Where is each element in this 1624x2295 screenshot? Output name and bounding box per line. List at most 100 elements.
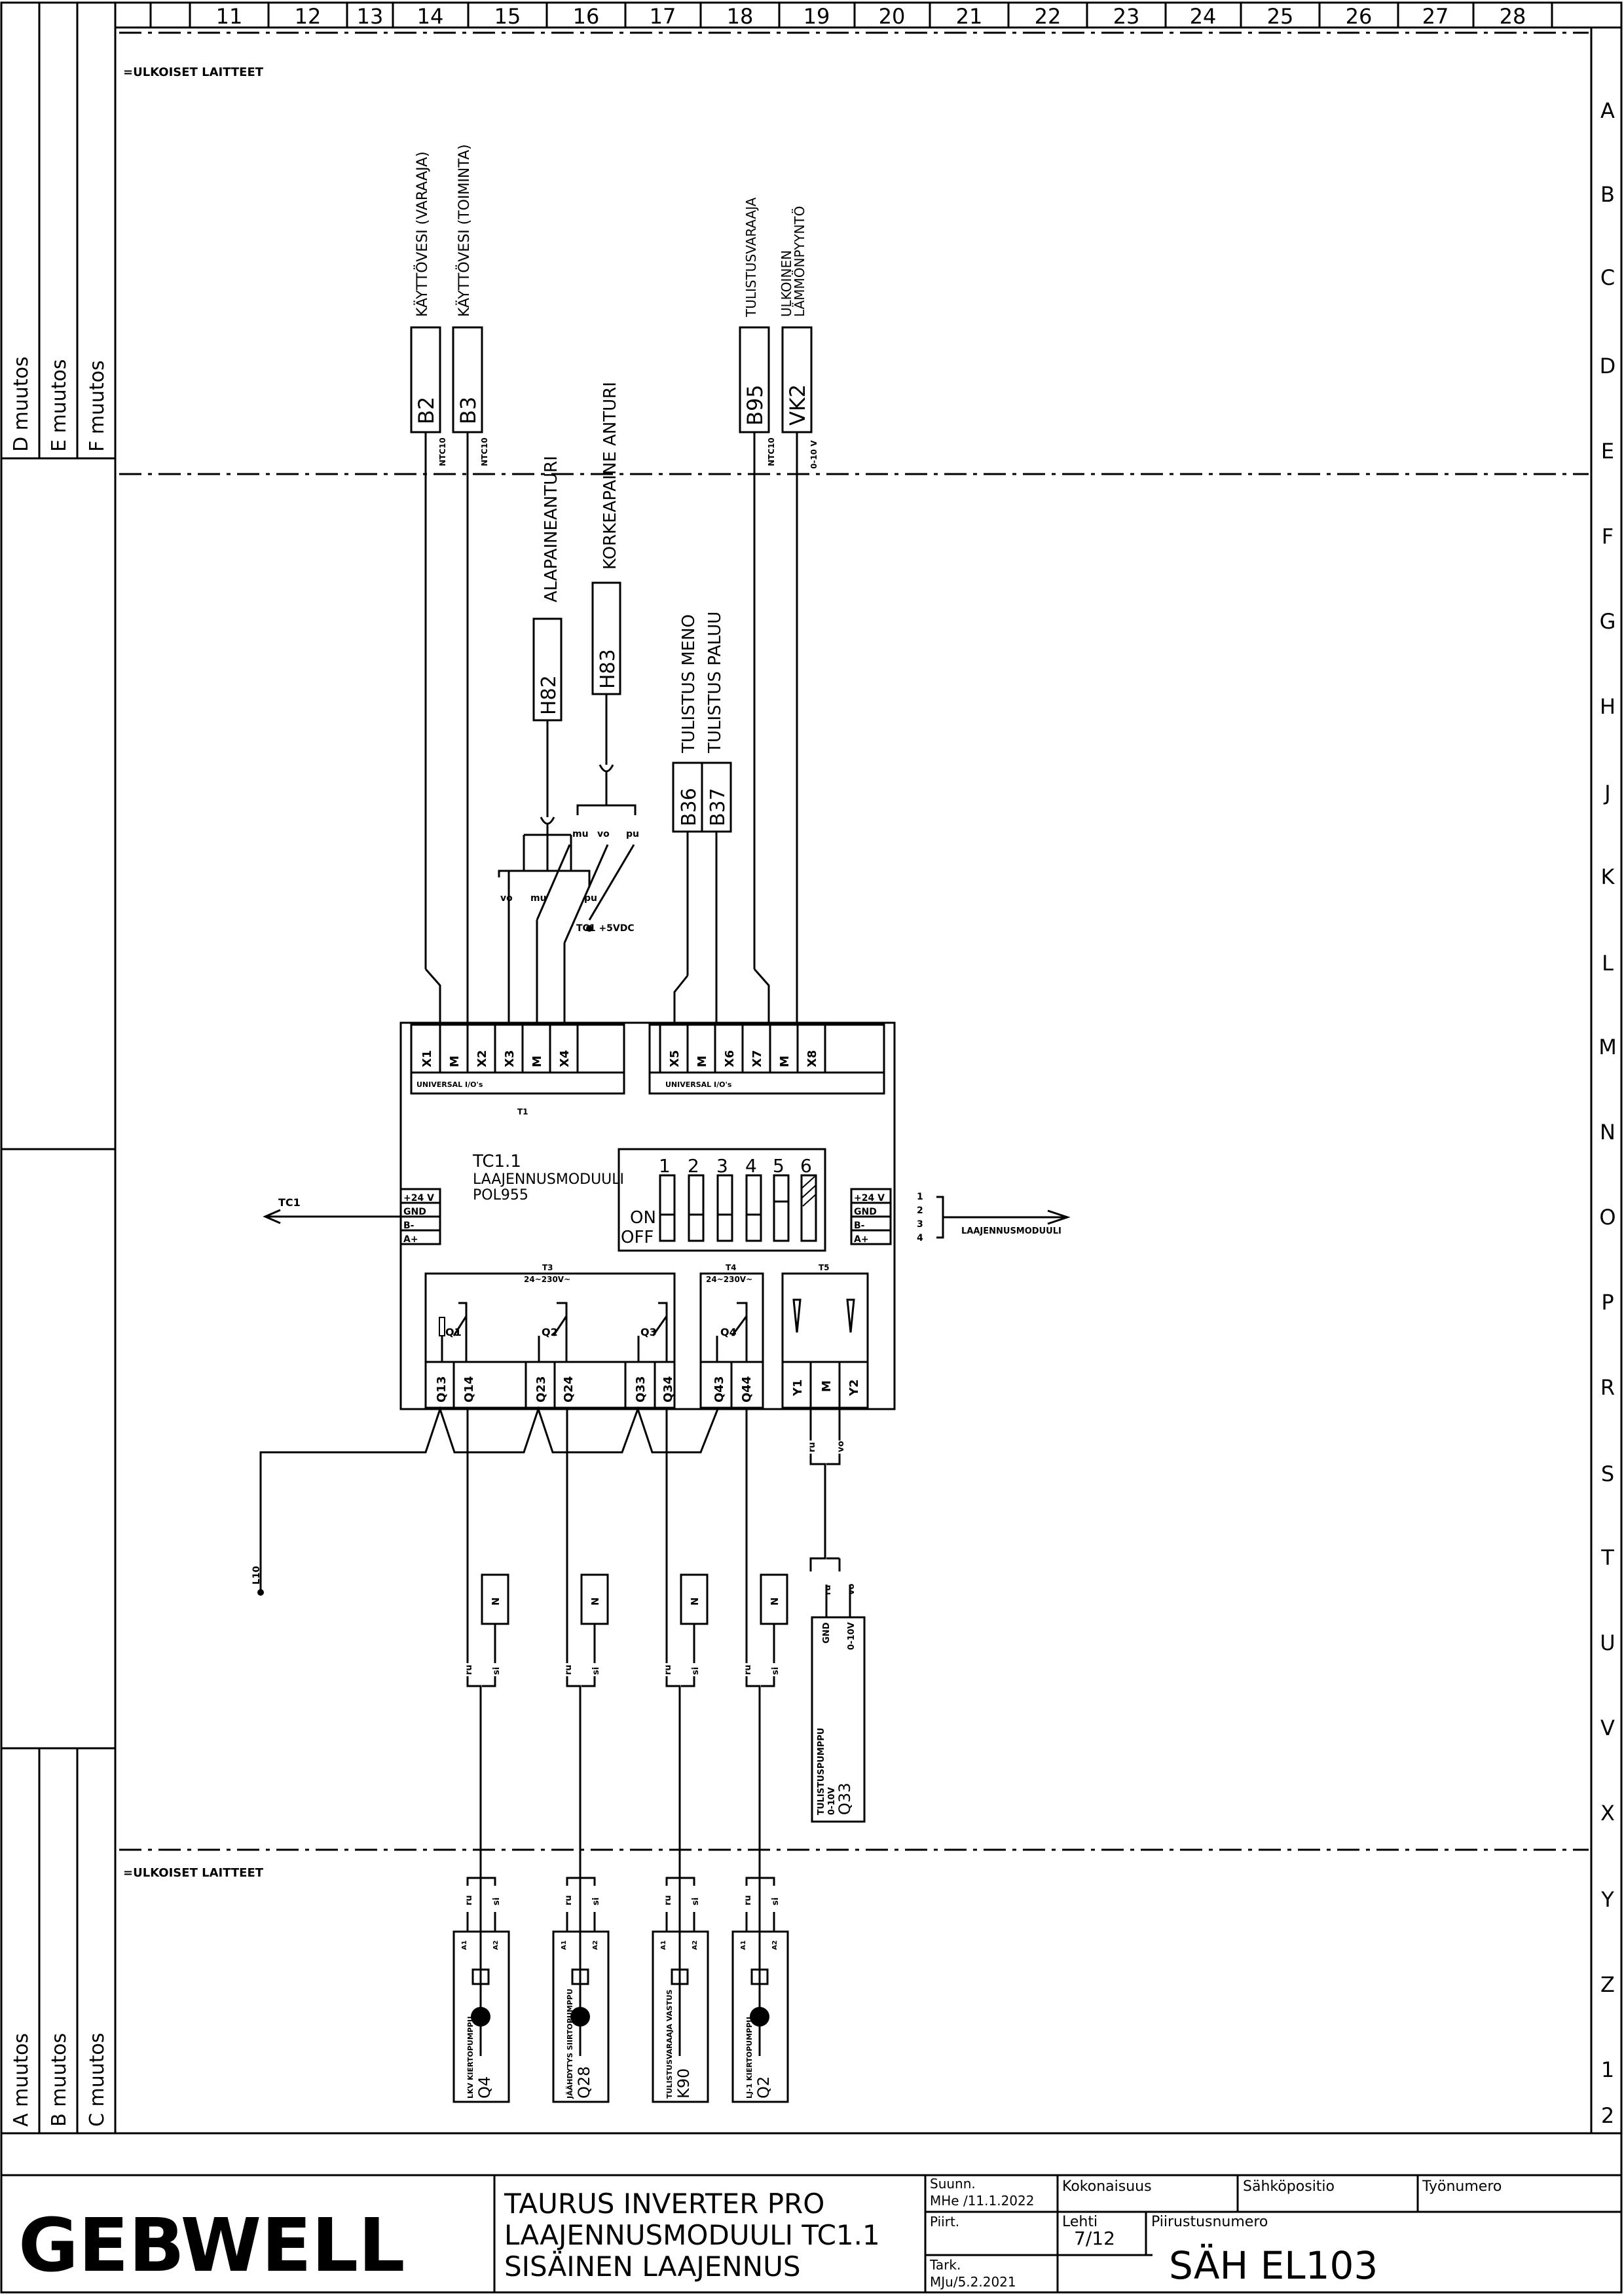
bot-si-1: si	[492, 1898, 502, 1905]
row-O: O	[1599, 1205, 1615, 1230]
row-U: U	[1600, 1630, 1615, 1655]
n4: N	[769, 1597, 781, 1606]
bus-left	[263, 1188, 441, 1245]
suunn-label: Suunn.	[930, 2176, 976, 2192]
rev-f: F muutos	[86, 360, 109, 452]
q28-a1: A1	[561, 1940, 568, 1950]
q33-ru: ru	[823, 1585, 833, 1595]
bus-right	[850, 1188, 1071, 1245]
bus-right-gnd: GND	[854, 1207, 877, 1217]
n2: N	[589, 1597, 601, 1606]
q4-desc: LKV KIERTOPUMPPU	[466, 2016, 475, 2099]
l10-label: L10	[251, 1566, 262, 1585]
analog-labels: ru vo ru vo GND 0-10V	[807, 1441, 857, 1650]
bus-right-b: B-	[854, 1221, 865, 1231]
pressure-wiring	[498, 835, 635, 1025]
dip-switch	[618, 1148, 826, 1252]
t5-label: T5	[819, 1263, 830, 1272]
t4-voltage: 24~230V~	[706, 1275, 752, 1284]
q2-a1: A1	[740, 1940, 747, 1950]
rev-d: D muutos	[10, 356, 33, 452]
rev-a: A muutos	[10, 2033, 33, 2127]
t1-x7: X7	[750, 1050, 764, 1067]
k90-a2: A2	[692, 1940, 699, 1950]
col-24: 24	[1190, 4, 1217, 29]
row-D: D	[1600, 354, 1616, 378]
column-numbers: 11 12 13 14 15 16 17 18 19 20 21 22 23 2…	[216, 4, 1526, 29]
sensor-b3-tag: B3	[456, 397, 481, 424]
sensor-b3	[452, 326, 483, 1025]
row-R: R	[1600, 1375, 1615, 1400]
sensor-b2-tag: B2	[414, 397, 439, 424]
term-q23: Q23	[534, 1376, 548, 1403]
t1-label: T1	[517, 1107, 528, 1116]
rev-e: E muutos	[48, 359, 71, 452]
n1: N	[490, 1597, 502, 1606]
q28-a2: A2	[592, 1940, 599, 1950]
bus-right-pins: +24 V GND B- A+ 1 2 3 4	[854, 1192, 923, 1245]
row-1: 1	[1601, 2057, 1614, 2082]
q33-desc: TULISTUSPUMPPU	[817, 1728, 826, 1815]
t1-x1: X1	[420, 1050, 434, 1067]
term-y1: Y1	[791, 1379, 805, 1397]
t3-label: T3	[542, 1263, 553, 1272]
kokonaisuus-label: Kokonaisuus	[1062, 2178, 1152, 2195]
row-A: A	[1600, 98, 1615, 123]
k90-a1: A1	[660, 1940, 667, 1950]
row-2: 2	[1601, 2103, 1614, 2128]
mid-ru-2: ru	[564, 1664, 574, 1675]
bus-right-n1: 1	[917, 1192, 923, 1202]
dip-on: ON	[630, 1208, 656, 1228]
q33-vo: vo	[847, 1584, 857, 1595]
q2-desc: LJ-1 KIERTOPUMPPU	[745, 2017, 754, 2099]
relay-outputs	[424, 1272, 869, 1409]
col-27: 27	[1422, 4, 1449, 29]
bus-left-a: A+	[403, 1234, 418, 1245]
bus-right-n3: 3	[917, 1219, 923, 1230]
sensor-b95-desc: TULISTUSVARAAJA	[743, 197, 759, 318]
title-block	[493, 2175, 1621, 2292]
dip-num-4: 4	[745, 1155, 757, 1177]
sensor-h83-tag: H83	[597, 649, 619, 689]
term-q33: Q33	[634, 1376, 648, 1403]
t1-m4: M	[778, 1056, 792, 1067]
row-X: X	[1600, 1801, 1615, 1826]
module-desc: LAAJENNUSMODUULI	[473, 1171, 624, 1188]
module-name: TC1.1	[472, 1152, 521, 1171]
y2-vo: vo	[836, 1441, 846, 1452]
sensor-vk2-tag: VK2	[785, 384, 810, 426]
sensor-h82	[524, 617, 571, 836]
bot-ru-4: ru	[743, 1895, 753, 1905]
col-17: 17	[650, 4, 676, 29]
h83-pin-mu: mu	[572, 829, 589, 839]
row-Z: Z	[1600, 1972, 1615, 1997]
term-m: M	[820, 1380, 834, 1392]
h82-pin-pu: pu	[584, 893, 597, 904]
sahkopositio-label: Sähköpositio	[1243, 2178, 1335, 2195]
dip-num-3: 3	[716, 1155, 728, 1177]
bottom-devices	[452, 1877, 789, 2103]
t3-voltage: 24~230V~	[524, 1275, 570, 1284]
q33-sig: 0-10V	[847, 1622, 857, 1650]
sensor-b95-tag: B95	[743, 384, 767, 426]
col-13: 13	[357, 4, 384, 29]
dip-num-5: 5	[773, 1155, 784, 1177]
bus-right-a: A+	[854, 1234, 869, 1245]
q4-a1: A1	[461, 1940, 468, 1950]
row-B: B	[1600, 182, 1615, 207]
row-F: F	[1602, 524, 1614, 549]
zone-label-bottom: =ULKOISET LAITTEET	[123, 1866, 264, 1880]
col-11: 11	[216, 4, 243, 29]
sensor-b95-type: NTC10	[767, 437, 776, 466]
sensor-vk2	[781, 326, 813, 1025]
q2-a2: A2	[771, 1940, 779, 1950]
a1-a2-labels: A1 A2 A1 A2 A1 A2 A1 A2	[461, 1940, 779, 1950]
n-terminal-labels: N N N N	[490, 1597, 781, 1606]
bot-si-4: si	[771, 1898, 781, 1905]
row-letters: A B C D E F G H J K L M N O P R S T U V …	[1598, 98, 1617, 2128]
dip-off: OFF	[621, 1228, 654, 1247]
module-model: POL955	[473, 1187, 528, 1203]
col-14: 14	[417, 4, 444, 29]
rev-c: C muutos	[86, 2033, 109, 2127]
